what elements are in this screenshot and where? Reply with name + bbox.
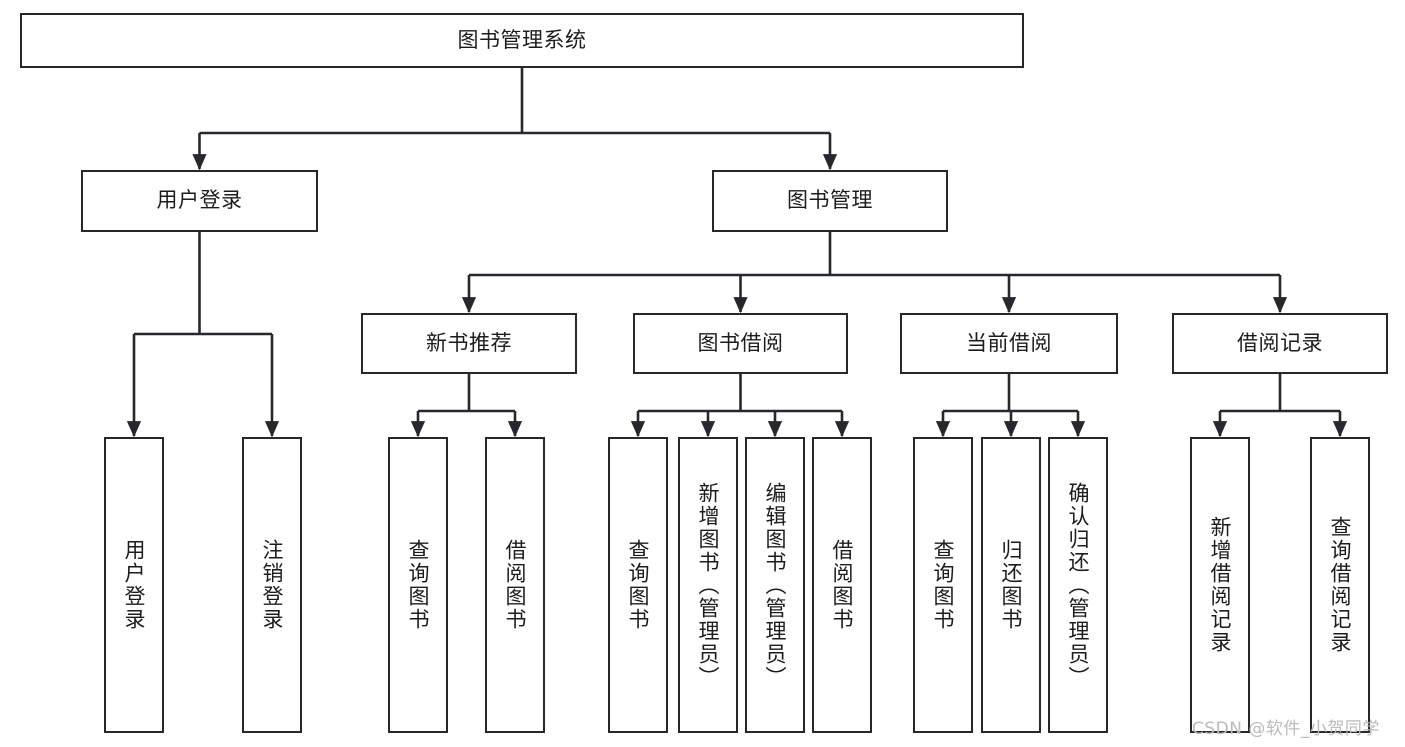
node-label: 借阅图书	[830, 539, 855, 631]
node-label: 新增图书（管理员）	[696, 481, 721, 689]
node-label: 查询图书	[626, 539, 651, 631]
node-leaf-cur3[interactable]: 确认归还（管理员）	[1048, 437, 1108, 733]
node-label: 编辑图书（管理员）	[763, 481, 788, 689]
node-label: 新增借阅记录	[1208, 516, 1233, 654]
watermark-label: CSDN @软件_小贺同学	[1192, 719, 1380, 739]
node-leaf-new1[interactable]: 查询图书	[388, 437, 448, 733]
node-label: 图书借阅	[697, 330, 784, 355]
node-leaf-new2[interactable]: 借阅图书	[485, 437, 545, 733]
node-leaf-bor1[interactable]: 查询图书	[608, 437, 668, 733]
node-leaf-rec1[interactable]: 新增借阅记录	[1190, 437, 1250, 733]
node-leaf-cur2[interactable]: 归还图书	[981, 437, 1041, 733]
node-label: 新书推荐	[426, 330, 512, 355]
node-root[interactable]: 图书管理系统	[20, 13, 1024, 68]
node-leaf-bor4[interactable]: 借阅图书	[812, 437, 872, 733]
node-bookmgmt[interactable]: 图书管理	[712, 170, 948, 232]
node-label: 图书管理	[787, 188, 873, 213]
node-login[interactable]: 用户登录	[81, 170, 318, 232]
node-label: 用户登录	[122, 539, 147, 631]
node-label: 借阅图书	[503, 539, 528, 631]
node-leaf-bor3[interactable]: 编辑图书（管理员）	[745, 437, 805, 733]
node-leaf-rec2[interactable]: 查询借阅记录	[1310, 437, 1370, 733]
node-label: 查询图书	[406, 539, 431, 631]
node-current[interactable]: 当前借阅	[900, 313, 1118, 374]
node-label: 注销登录	[260, 539, 285, 631]
edge-layer	[126, 68, 1348, 438]
node-leaf-cur1[interactable]: 查询图书	[913, 437, 973, 733]
node-label: 确认归还（管理员）	[1066, 481, 1091, 689]
node-label: 查询借阅记录	[1328, 516, 1353, 654]
node-label: 当前借阅	[966, 330, 1052, 355]
node-label: 图书管理系统	[457, 27, 587, 52]
node-leaf-login2[interactable]: 注销登录	[242, 437, 302, 733]
node-label: 用户登录	[156, 188, 243, 213]
node-label: 查询图书	[931, 539, 956, 631]
node-leaf-bor2[interactable]: 新增图书（管理员）	[678, 437, 738, 733]
node-records[interactable]: 借阅记录	[1172, 313, 1388, 374]
node-label: 借阅记录	[1237, 330, 1323, 355]
node-label: 归还图书	[999, 539, 1024, 631]
node-borrow[interactable]: 图书借阅	[633, 313, 848, 374]
node-newbook[interactable]: 新书推荐	[361, 313, 577, 374]
node-leaf-login1[interactable]: 用户登录	[104, 437, 164, 733]
